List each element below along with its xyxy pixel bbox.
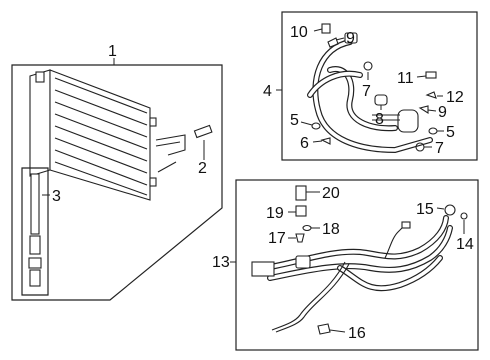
callout-11: 11 [397, 70, 414, 87]
oring-part-18 [302, 224, 312, 232]
valve-part-12 [425, 91, 437, 99]
oring-part-7a [363, 61, 373, 71]
condenser-frame [11, 64, 223, 301]
leader-16 [329, 329, 346, 333]
callout-13: 13 [212, 254, 230, 271]
valve-part-6 [320, 137, 331, 145]
callout-15: 15 [416, 201, 434, 218]
lower-hose-group [230, 179, 479, 351]
valve-part-19 [295, 205, 307, 217]
leader-6 [312, 140, 323, 143]
cap-part-8 [374, 94, 388, 106]
callout-8: 8 [375, 111, 384, 128]
port-part-11 [425, 71, 437, 79]
callout-7b: 7 [435, 140, 444, 157]
manifold-block [251, 261, 275, 277]
leader-10 [313, 28, 323, 32]
drier-group [21, 167, 50, 296]
oring-part-5a [311, 122, 321, 130]
leader-5a [300, 121, 313, 126]
condenser-lower-pipe [157, 161, 177, 173]
callout-17: 17 [268, 230, 286, 247]
fitting-part-16 [317, 323, 331, 335]
leader-15 [436, 207, 445, 210]
valve-part-17 [295, 233, 305, 243]
callout-19: 19 [266, 205, 284, 222]
leader-9a [335, 37, 345, 41]
leader-11 [416, 75, 427, 78]
callout-5b: 5 [446, 124, 455, 141]
muffler [397, 109, 419, 133]
lower-hose-frame [235, 179, 479, 351]
callout-3: 3 [52, 188, 61, 205]
upper-hose-group [276, 11, 478, 161]
callout-10: 10 [290, 24, 308, 41]
callout-7a: 7 [362, 83, 371, 100]
drier-tube [30, 173, 40, 235]
valve-part-9a [327, 37, 339, 48]
clip-part-10 [321, 23, 331, 34]
drier-box [21, 167, 49, 296]
callout-12: 12 [446, 89, 464, 106]
callout-9b: 9 [438, 104, 447, 121]
callout-18: 18 [322, 221, 340, 238]
callout-14: 14 [456, 236, 474, 253]
leader-9b [427, 109, 437, 112]
valve-part-9b [418, 105, 429, 114]
oring-part-14 [460, 212, 468, 220]
callout-1: 1 [108, 43, 117, 60]
oring-part-5b [428, 127, 438, 135]
callout-2: 2 [198, 160, 207, 177]
fitting-part [193, 124, 213, 160]
callout-20: 20 [322, 185, 340, 202]
callout-16: 16 [348, 325, 366, 342]
oring-part-15 [444, 204, 456, 216]
callout-4: 4 [263, 83, 272, 100]
callout-6: 6 [300, 135, 309, 152]
condenser-pipe [155, 134, 186, 156]
upper-hose-frame [281, 11, 478, 161]
condenser-core [29, 69, 157, 201]
condenser-group [11, 58, 223, 301]
callout-5a: 5 [290, 112, 299, 129]
sensor-part-20 [295, 185, 307, 201]
callout-9a: 9 [346, 30, 355, 47]
